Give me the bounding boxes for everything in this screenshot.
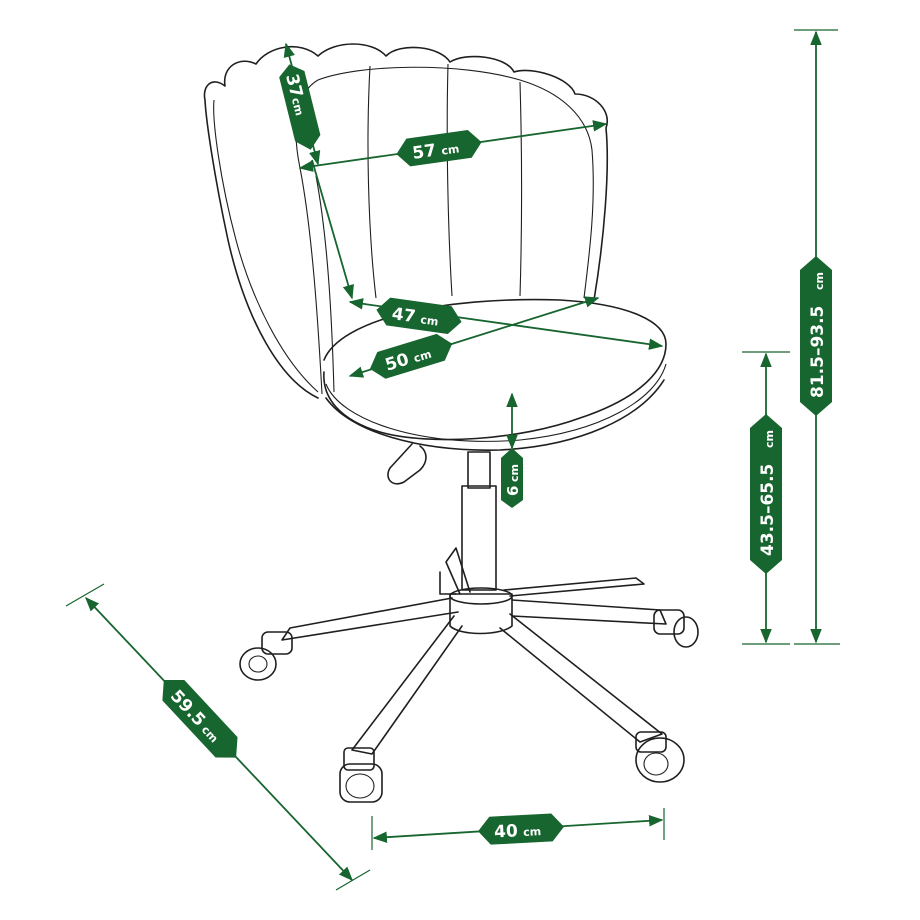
seat-height-unit: cm [763,430,776,448]
label-base-depth: 59.5 cm [162,680,238,758]
label-seat-height: 43.5–65.5 cm [750,414,782,574]
label-seat-width: 50 cm [369,333,453,379]
label-backrest-height: 37 cm [279,64,321,150]
seat-depth-value: 47 [391,304,417,327]
label-total-height: 81.5–93.5 cm [800,256,832,416]
seat-width-unit: cm [412,348,433,366]
total-height-unit: cm [813,272,826,290]
base-width-value: 40 [494,821,519,842]
seat-height-value: 43.5–65.5 [758,464,778,556]
chair-casters [239,571,699,803]
backrest-width-unit: cm [441,142,461,157]
chair-gas-lift [461,451,497,591]
label-seat-depth: 47 cm [376,297,462,335]
seat-thickness-value: 6 [504,486,522,496]
seat-depth-unit: cm [420,313,440,328]
backrest-height-unit: cm [289,96,306,117]
chair-base [281,547,667,755]
backrest-width-value: 57 [411,141,437,164]
chair-lever [387,443,427,485]
seat-thickness-unit: cm [508,464,521,482]
label-backrest-width: 57 cm [396,129,482,167]
label-seat-thickness: 6 cm [501,448,523,508]
total-height-value: 81.5–93.5 [808,306,828,398]
label-base-width: 40 cm [478,813,564,845]
base-width-unit: cm [523,825,542,839]
